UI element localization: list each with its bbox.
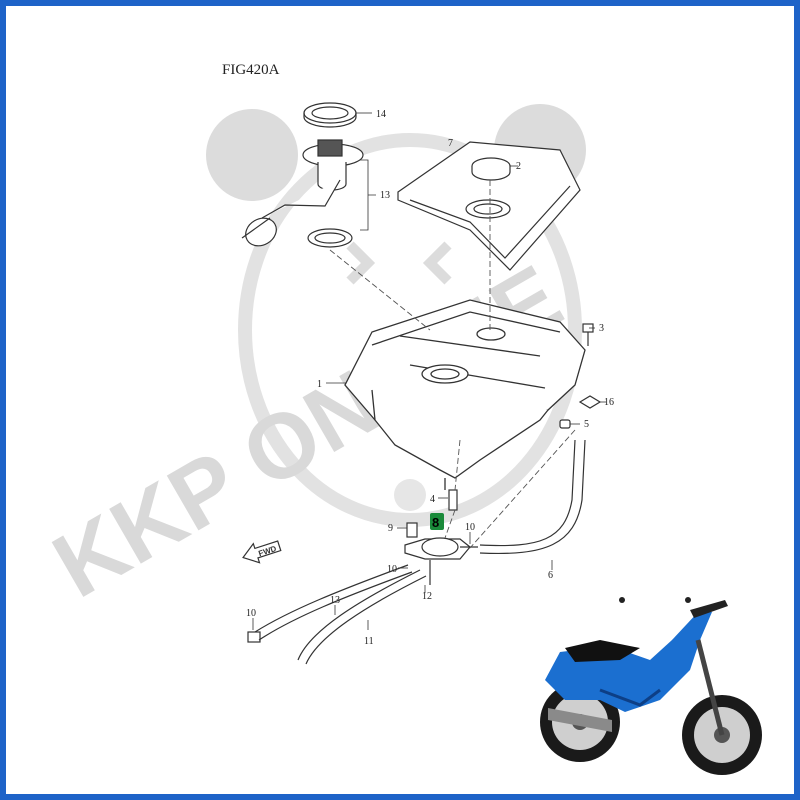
callout-labels: 14 13 7 2 3 1 16 5 4 9 10 10 12 13 11 10… <box>246 109 614 647</box>
label-14: 13 <box>380 190 390 201</box>
part-1-fuel-tank <box>344 299 586 490</box>
part-3-bolt <box>582 323 594 346</box>
fuel-cock <box>404 522 478 585</box>
watermark-button <box>394 479 426 511</box>
part-4-fitting <box>448 489 458 511</box>
part-5-clamp <box>559 419 571 429</box>
label-11: 11 <box>364 636 374 647</box>
label-10-left: 10 <box>246 608 256 619</box>
part-14-fuel-pump <box>241 139 364 248</box>
label-15: 14 <box>376 109 386 120</box>
label-5: 5 <box>584 419 589 430</box>
label-13: 13 <box>330 595 340 606</box>
label-10-mid: 10 <box>387 564 397 575</box>
watermark-eye-right <box>422 241 452 285</box>
figure-title: FIG420A <box>222 62 280 78</box>
part-15-ring <box>303 102 357 128</box>
watermark-face <box>238 133 582 527</box>
label-3: 3 <box>599 323 604 334</box>
hose-13 <box>247 564 413 643</box>
assembly-lines <box>329 180 576 549</box>
label-4: 4 <box>430 494 435 505</box>
label-9: 9 <box>388 523 393 534</box>
label-16: 16 <box>604 397 614 408</box>
hose-6 <box>479 439 586 555</box>
label-8: 8 <box>432 515 439 530</box>
hose-11 <box>297 569 427 665</box>
label-1: 1 <box>317 379 322 390</box>
watermark-ear-left <box>206 109 298 201</box>
watermark-eye-left <box>346 241 376 285</box>
part-2-cap <box>471 157 511 181</box>
label-7: 7 <box>448 138 453 149</box>
motorcycle-image <box>540 597 762 775</box>
label-10-right: 10 <box>465 522 475 533</box>
leader-lines <box>252 112 606 630</box>
fwd-arrow: FWD <box>242 540 282 564</box>
label-2: 2 <box>516 161 521 172</box>
part-16-clip <box>578 395 602 409</box>
label-12: 12 <box>422 591 432 602</box>
label-6: 6 <box>548 570 553 581</box>
highlight-8: 8 <box>430 513 444 530</box>
